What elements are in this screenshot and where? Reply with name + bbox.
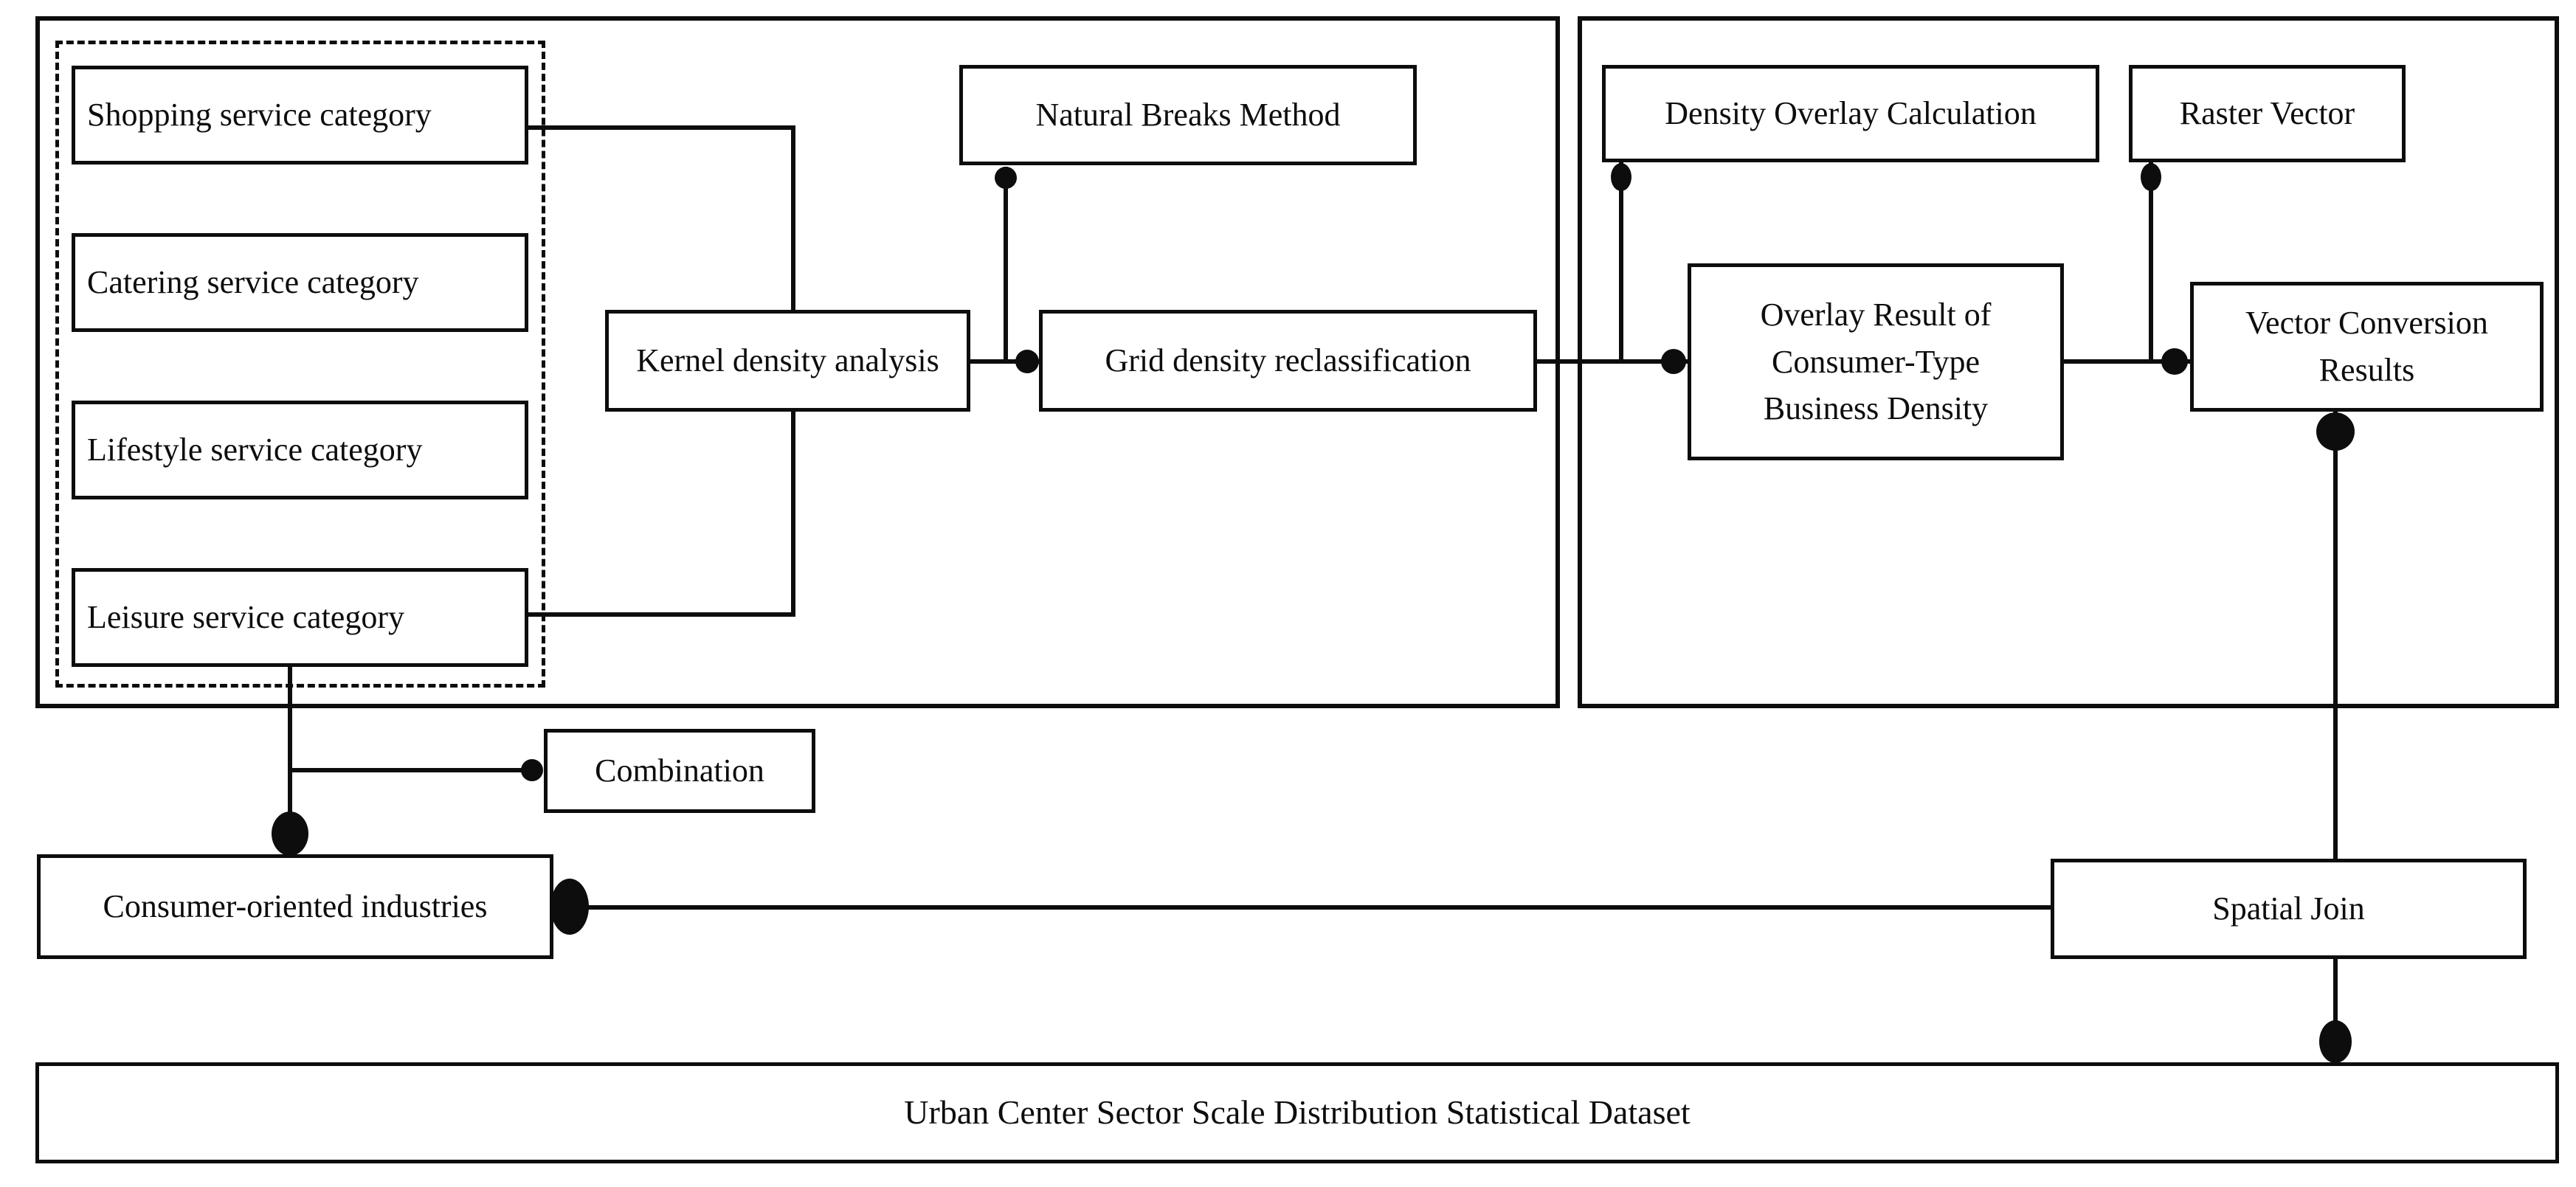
node-label-multiline: Overlay Result of Consumer-Type Business… (1760, 296, 1992, 427)
node-grid-density-reclassification: Grid density reclassification (1039, 310, 1537, 412)
connector-shopping-down-to-kernel (791, 125, 795, 313)
junction-dot-overlayresult-input (1661, 349, 1686, 374)
node-consumer-oriented-industries: Consumer-oriented industries (37, 854, 553, 959)
connector-leisure-down (288, 662, 292, 856)
node-label: Natural Breaks Method (1035, 97, 1341, 134)
junction-dot-naturalbreaks (995, 167, 1017, 189)
node-label: Grid density reclassification (1105, 342, 1471, 379)
node-label: Spatial Join (2212, 890, 2365, 927)
junction-dot-dataset-top (2319, 1020, 2352, 1063)
connector-leisure-right (528, 612, 795, 617)
connector-spatialjoin-to-dataset (2333, 958, 2338, 1064)
node-kernel-density-analysis: Kernel density analysis (605, 310, 970, 412)
junction-dot-vectorconversion-bottom (2316, 412, 2355, 451)
connector-kernel-bottom-to-leisure-line (791, 410, 795, 617)
node-dataset-bar: Urban Center Sector Scale Distribution S… (35, 1062, 2559, 1163)
connector-densityoverlay-down (1619, 159, 1623, 364)
node-label: Urban Center Sector Scale Distribution S… (904, 1093, 1691, 1132)
node-vector-conversion-results: Vector Conversion Results (2190, 282, 2544, 412)
node-overlay-result-consumer-type-business-density: Overlay Result of Consumer-Type Business… (1688, 263, 2064, 460)
junction-dot-consumer-top (272, 811, 308, 856)
node-label: Catering service category (87, 264, 419, 301)
node-shopping-service-category: Shopping service category (72, 66, 528, 165)
junction-dot-consumer-right (550, 879, 589, 935)
connector-grid-to-overlayresult (1537, 359, 1689, 364)
connector-overlayresult-to-vectorconversion (2062, 359, 2192, 364)
node-label: Raster Vector (2179, 95, 2355, 132)
node-label: Shopping service category (87, 97, 432, 134)
node-density-overlay-calculation: Density Overlay Calculation (1602, 65, 2099, 162)
node-label: Density Overlay Calculation (1665, 95, 2037, 132)
node-spatial-join: Spatial Join (2051, 859, 2527, 959)
category-group-frame (55, 41, 545, 688)
node-label-multiline: Vector Conversion Results (2245, 305, 2488, 388)
node-label: Kernel density analysis (636, 342, 939, 379)
connector-naturalbreaks-down (1004, 167, 1008, 363)
node-leisure-service-category: Leisure service category (72, 568, 528, 667)
node-label: Consumer-oriented industries (103, 888, 488, 925)
junction-dot-combination-input (521, 759, 543, 781)
node-label: Lifestyle service category (87, 432, 423, 468)
junction-dot-rastervector (2141, 163, 2161, 191)
connector-vectorconversion-to-spatialjoin (2333, 410, 2338, 860)
node-combination: Combination (544, 729, 815, 813)
junction-dot-grid-input (1015, 350, 1039, 373)
connector-shopping-right (528, 125, 795, 130)
connector-to-combination (290, 768, 539, 772)
junction-dot-densityoverlay (1611, 163, 1631, 191)
junction-dot-vectorconversion-input (2161, 348, 2188, 375)
node-catering-service-category: Catering service category (72, 233, 528, 332)
node-label: Leisure service category (87, 599, 404, 636)
node-raster-vector: Raster Vector (2129, 65, 2406, 162)
node-label: Combination (595, 752, 764, 789)
connector-rastervector-down (2149, 159, 2153, 364)
node-natural-breaks-method: Natural Breaks Method (959, 65, 1417, 165)
node-lifestyle-service-category: Lifestyle service category (72, 401, 528, 499)
connector-consumer-to-spatialjoin (562, 905, 2052, 910)
